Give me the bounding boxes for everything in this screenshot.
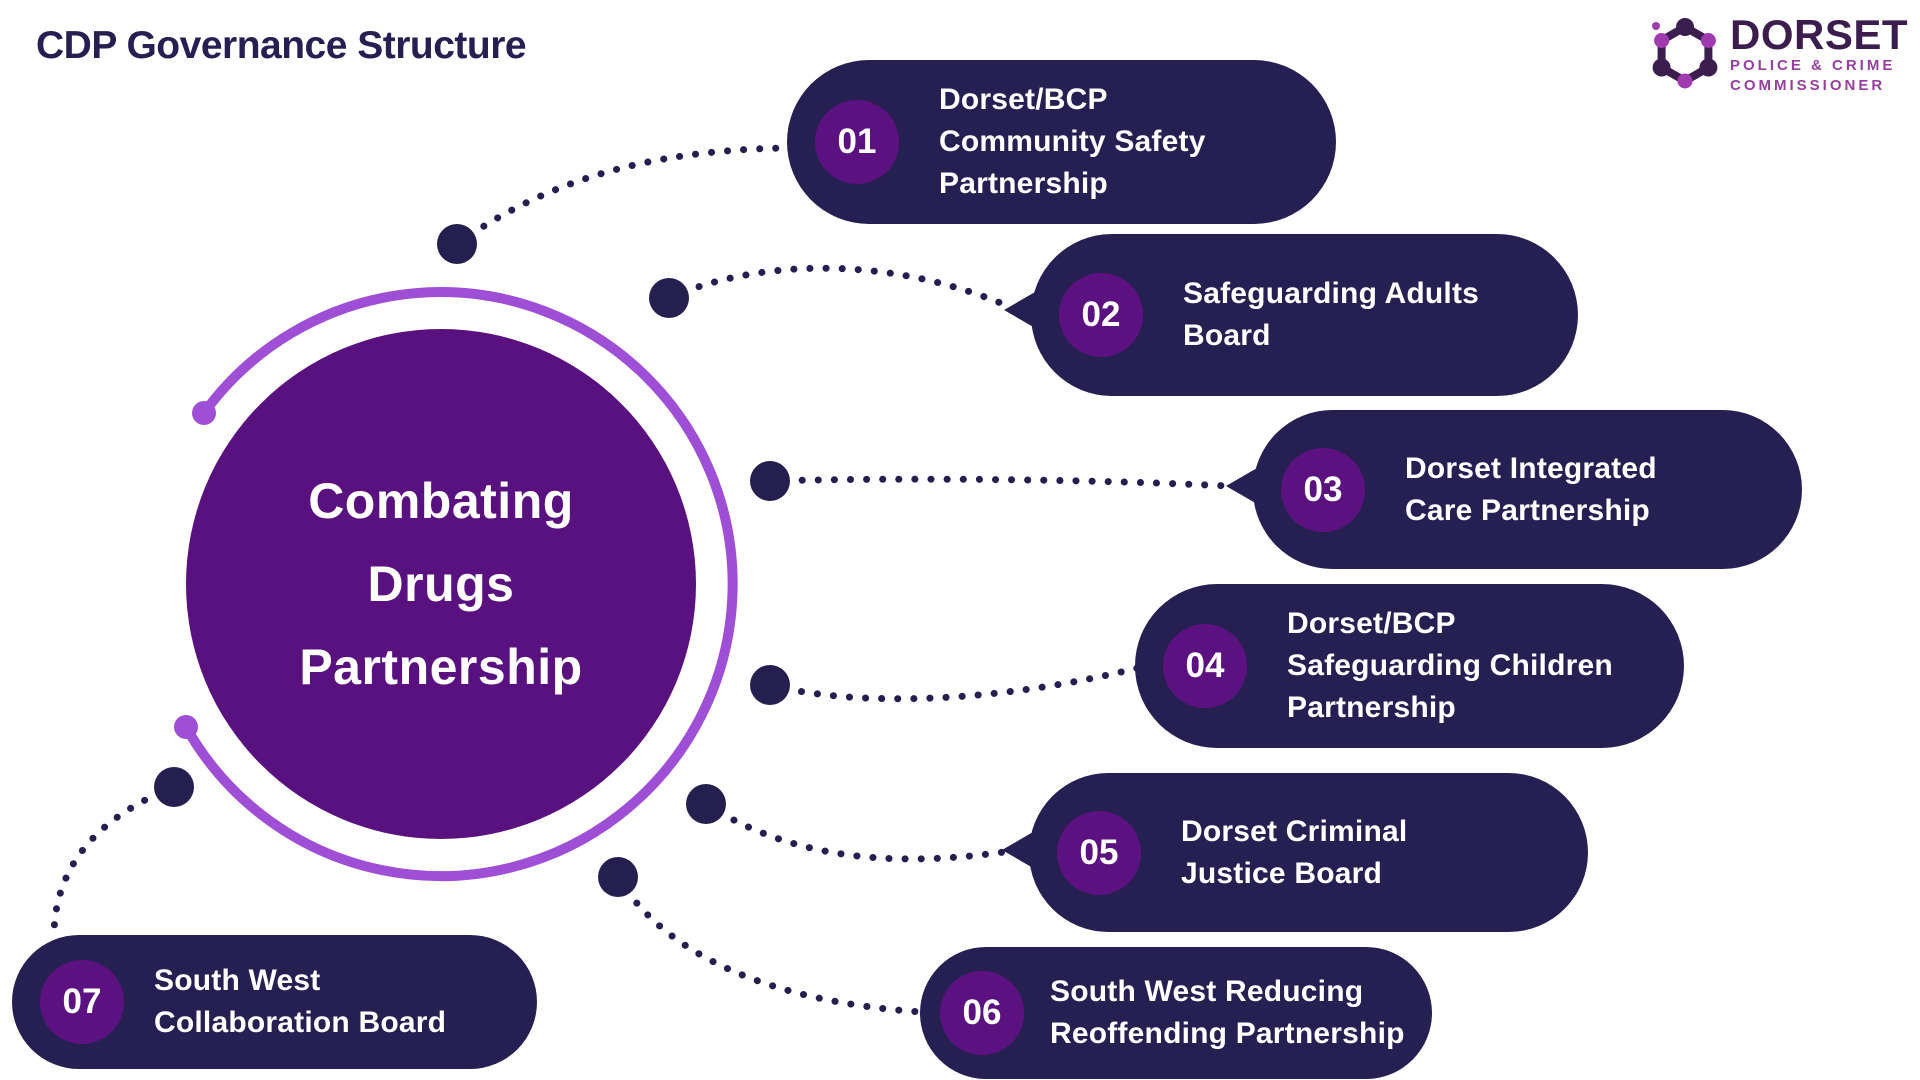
page-title: CDP Governance Structure bbox=[36, 24, 527, 67]
central-hub-label: Combating Drugs Partnership bbox=[299, 472, 583, 695]
pill-number-badge: 07 bbox=[40, 960, 124, 1044]
dotted-link-3 bbox=[766, 475, 1232, 490]
partner-pill-4: 04 Dorset/BCP Safeguarding Children Part… bbox=[1135, 584, 1684, 748]
partner-pill-3: 03 Dorset Integrated Care Partnership bbox=[1253, 410, 1802, 569]
dotted-link-2 bbox=[665, 264, 1012, 310]
central-hub-circle: Combating Drugs Partnership bbox=[186, 329, 696, 839]
logo-text-block: DORSET POLICE & CRIME COMMISSIONER bbox=[1730, 14, 1908, 95]
partner-pill-2: 02 Safeguarding Adults Board bbox=[1031, 234, 1578, 396]
connector-dot-2 bbox=[649, 278, 689, 318]
partner-pill-6: 06 South West Reducing Reoffending Partn… bbox=[920, 947, 1432, 1079]
dorset-pcc-logo: DORSET POLICE & CRIME COMMISSIONER bbox=[1650, 14, 1908, 95]
dotted-link-5 bbox=[702, 800, 1008, 863]
pill-label: Dorset Criminal Justice Board bbox=[1181, 814, 1408, 890]
logo-subtitle-2: COMMISSIONER bbox=[1729, 76, 1886, 94]
connector-dot-1 bbox=[437, 224, 477, 264]
dotted-link-7 bbox=[50, 783, 178, 936]
pill-label: Dorset/BCP Community Safety Partnership bbox=[939, 83, 1206, 200]
dotted-link-6 bbox=[614, 873, 926, 1016]
partner-pill-1: 01 Dorset/BCP Community Safety Partnersh… bbox=[787, 60, 1336, 224]
pill-label: South West Collaboration Board bbox=[154, 964, 447, 1039]
connector-dot-3 bbox=[750, 461, 790, 501]
ring-arc bbox=[181, 287, 738, 882]
dotted-link-4 bbox=[766, 664, 1142, 703]
ring-endpoint-bottom-icon bbox=[174, 715, 198, 739]
connector-dot-5 bbox=[686, 784, 726, 824]
pill-number-badge: 04 bbox=[1163, 624, 1247, 708]
ring-endpoint-top-icon bbox=[192, 401, 216, 425]
pill-number-badge: 05 bbox=[1057, 810, 1141, 895]
pill-number-badge: 02 bbox=[1059, 273, 1143, 357]
connector-dot-6 bbox=[598, 857, 638, 897]
dotted-link-1 bbox=[453, 144, 792, 248]
connector-dot-4 bbox=[750, 665, 790, 705]
pill-label: Dorset Integrated Care Partnership bbox=[1405, 451, 1657, 527]
logo-subtitle-1: POLICE & CRIME bbox=[1729, 57, 1896, 74]
pill-number-badge: 01 bbox=[815, 100, 899, 184]
hexagon-molecule-icon bbox=[1651, 18, 1718, 89]
pill-label: South West Reducing Reoffending Partners… bbox=[1050, 975, 1405, 1050]
pill-label: Safeguarding Adults Board bbox=[1183, 277, 1480, 352]
pill-number-badge: 03 bbox=[1281, 447, 1365, 532]
connector-dot-7 bbox=[154, 767, 194, 807]
pill-label: Dorset/BCP Safeguarding Children Partner… bbox=[1287, 607, 1613, 724]
partner-pill-7: 07 South West Collaboration Board bbox=[12, 935, 537, 1069]
partner-pill-5: 05 Dorset Criminal Justice Board bbox=[1029, 773, 1588, 932]
pill-number-badge: 06 bbox=[940, 971, 1024, 1055]
logo-name: DORSET bbox=[1729, 11, 1908, 58]
